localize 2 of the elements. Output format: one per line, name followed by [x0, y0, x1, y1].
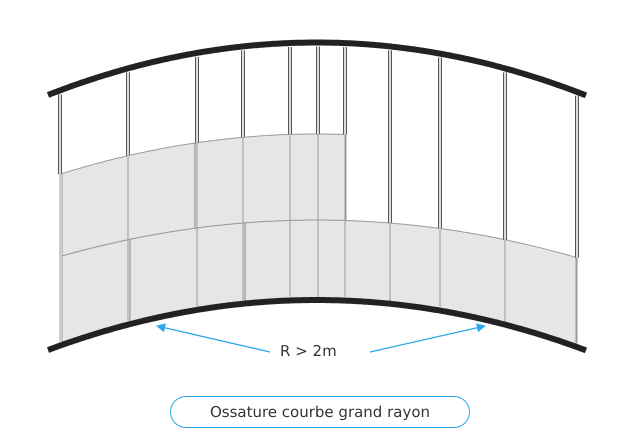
radius-label: R > 2m: [280, 342, 337, 360]
title-pill: Ossature courbe grand rayon: [170, 396, 470, 428]
